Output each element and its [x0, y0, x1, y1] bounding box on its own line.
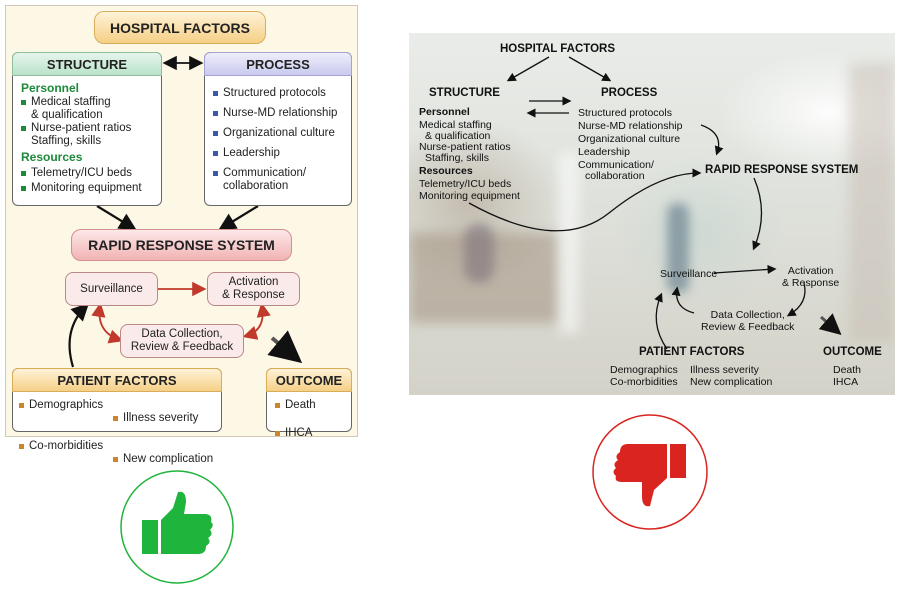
list-item: Demographics: [610, 364, 678, 376]
bad-surveillance: Surveillance: [660, 268, 718, 280]
bullet-icon: [213, 131, 218, 136]
bullet-icon: [19, 403, 24, 408]
list-item: Telemetry/ICU beds: [419, 178, 512, 190]
surveillance-node: Surveillance: [65, 272, 158, 306]
list-item: IHCA: [833, 376, 859, 388]
bad-structure: STRUCTURE: [429, 87, 500, 99]
list-item: Leadership: [213, 147, 351, 160]
bullet-icon: [19, 444, 24, 449]
list-item: Structured protocols: [578, 107, 672, 119]
bullet-icon: [21, 186, 26, 191]
list-item: Staffing, skills: [425, 152, 489, 164]
resources-heading: Resources: [21, 150, 83, 164]
bullet-icon: [275, 431, 280, 436]
list-item: Medical staffing: [419, 119, 492, 131]
list-item: & qualification: [31, 109, 103, 121]
structure-title: STRUCTURE: [12, 52, 162, 76]
list-item: Leadership: [578, 146, 630, 158]
bad-hospital-factors: HOSPITAL FACTORS: [500, 43, 616, 55]
list-item: Death: [833, 364, 862, 376]
process-to-rrs-arrow: [218, 205, 259, 231]
hospital-factors-header: HOSPITAL FACTORS: [94, 11, 266, 44]
list-item: Organizational culture: [213, 127, 351, 140]
thumbs-down-icon: [592, 414, 708, 530]
bullet-icon: [275, 403, 280, 408]
list-item: Illness severity: [690, 364, 759, 376]
bad-rrs: RAPID RESPONSE SYSTEM: [705, 164, 859, 176]
list-item: Nurse-MD relationship: [213, 107, 351, 120]
list-item: Demographics: [19, 399, 227, 412]
activation-data-arrow: [242, 302, 271, 340]
list-item: Monitoring equipment: [419, 190, 520, 202]
structure-box: STRUCTURE Personnel Medical staffing & q…: [12, 52, 162, 206]
list-item: Telemetry/ICU beds: [21, 167, 161, 180]
bullet-icon: [21, 100, 26, 105]
good-diagram-arrows: [68, 55, 303, 368]
list-item: New complication: [113, 453, 321, 466]
list-item: Illness severity: [113, 412, 321, 425]
bad-outcome: OUTCOME: [823, 346, 882, 358]
list-item: Co-morbidities: [19, 440, 227, 453]
list-item: Co-morbidities: [610, 376, 678, 388]
process-title: PROCESS: [204, 52, 352, 76]
list-item: collaboration: [585, 170, 645, 182]
bullet-icon: [113, 457, 118, 462]
list-item: IHCA: [275, 427, 359, 440]
list-item: Nurse-MD relationship: [578, 120, 683, 132]
bad-process: PROCESS: [601, 87, 658, 99]
outcome-box: OUTCOME Death IHCA: [266, 368, 352, 439]
rrs-header: RAPID RESPONSE SYSTEM: [71, 229, 292, 261]
bullet-icon: [21, 126, 26, 131]
data-surveillance-arrow: [91, 302, 124, 344]
list-item: Monitoring equipment: [21, 182, 161, 195]
list-item: New complication: [690, 376, 773, 388]
patient-factors-title: PATIENT FACTORS: [12, 368, 222, 392]
list-item: collaboration: [223, 180, 289, 192]
bad-personnel-heading: Personnel: [419, 106, 470, 118]
bad-activation: Activation& Response: [782, 265, 840, 289]
thumbs-up-badge: [118, 468, 236, 586]
bad-diagram-panel: HOSPITAL FACTORS STRUCTURE PROCESS Perso…: [409, 33, 895, 395]
personnel-heading: Personnel: [21, 81, 80, 95]
bad-resources-heading: Resources: [419, 165, 473, 177]
list-item: Medical staffing: [21, 96, 161, 109]
blurred-person: [464, 223, 494, 283]
thumbs-up-icon: [120, 470, 234, 584]
activation-node: Activation& Response: [207, 272, 300, 306]
bullet-icon: [213, 151, 218, 156]
patient-factors-box: PATIENT FACTORS Demographics Illness sev…: [12, 368, 222, 465]
thumbs-down-badge: [590, 412, 710, 532]
structure-to-rrs-arrow: [96, 205, 137, 231]
bad-patient: PATIENT FACTORS: [639, 346, 745, 358]
list-item: Staffing, skills: [31, 135, 102, 147]
blurred-wall: [849, 63, 895, 343]
list-item: Communication/: [578, 159, 654, 171]
bullet-icon: [21, 171, 26, 176]
bullet-icon: [213, 171, 218, 176]
bullet-icon: [213, 91, 218, 96]
bullet-icon: [213, 111, 218, 116]
list-item: Communication/: [213, 167, 351, 180]
list-item: Organizational culture: [578, 133, 681, 145]
list-item: Structured protocols: [213, 87, 351, 100]
patient-to-surveillance-arrow: [68, 302, 90, 368]
list-item: Death: [275, 399, 359, 412]
outcome-title: OUTCOME: [266, 368, 352, 392]
blurred-pillar: [559, 153, 579, 333]
blurred-person: [667, 203, 689, 293]
bullet-icon: [113, 416, 118, 421]
process-box: PROCESS Structured protocols Nurse-MD re…: [204, 52, 352, 206]
list-item: & qualification: [425, 130, 491, 142]
to-outcome-arrow: [267, 330, 303, 364]
bad-data-collection: Data Collection,Review & Feedback: [701, 309, 795, 333]
data-collection-node: Data Collection,Review & Feedback: [120, 324, 244, 358]
list-item: Nurse-patient ratios: [419, 141, 511, 153]
list-item: Nurse-patient ratios: [21, 122, 161, 135]
bad-diagram-arrows: [468, 56, 842, 350]
